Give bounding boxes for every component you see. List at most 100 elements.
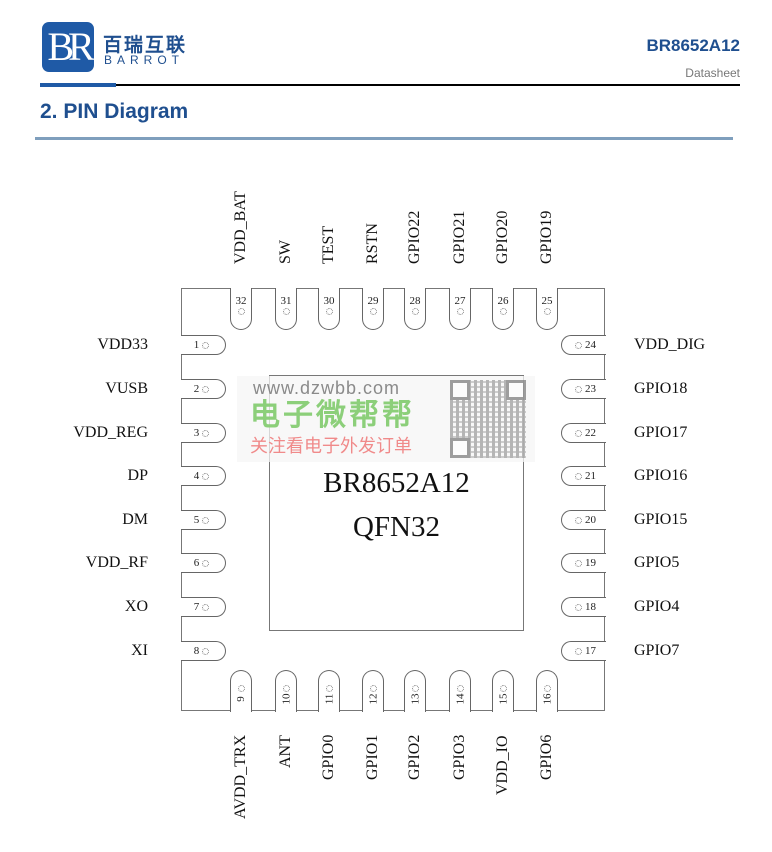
pin-pad-icon (575, 341, 582, 349)
pin-label-vdd33: VDD33 (97, 336, 148, 353)
pin-12: 12 (362, 670, 384, 712)
pin-label-gpio2: GPIO2 (406, 734, 423, 780)
pin-23: 23 (561, 379, 606, 399)
pin-32: 32 (230, 288, 252, 330)
pin-number: 11 (323, 693, 335, 705)
section-divider (35, 137, 733, 140)
pin-31: 31 (275, 288, 297, 330)
pin-label-sw: SW (277, 240, 294, 264)
pin-number: 28 (409, 295, 421, 307)
pin-number: 17 (585, 645, 596, 657)
pin-label-gpio16: GPIO16 (634, 467, 688, 484)
logo-chinese-name: 百瑞互联 (103, 35, 188, 56)
pin-number: 19 (585, 557, 596, 569)
pin-pad-icon (325, 308, 333, 315)
pin-pad-icon (575, 385, 582, 393)
pin-5: 5 (181, 510, 226, 530)
pin-28: 28 (404, 288, 426, 330)
pin-pad-icon (411, 685, 419, 692)
pin-29: 29 (362, 288, 384, 330)
chip-body (269, 375, 524, 631)
pin-number: 7 (193, 601, 200, 613)
pin-number: 25 (541, 295, 553, 307)
pin-label-gpio3: GPIO3 (451, 734, 468, 780)
pin-number: 26 (497, 295, 509, 307)
pin-6: 6 (181, 553, 226, 573)
pin-number: 14 (454, 693, 466, 705)
pin-20: 20 (561, 510, 606, 530)
pin-3: 3 (181, 423, 226, 443)
pin-label-xi: XI (131, 642, 148, 659)
pin-number: 13 (409, 693, 421, 705)
pin-number: 22 (585, 427, 596, 439)
watermark-slogan: 关注看电子外发订单 (250, 436, 412, 456)
pin-number: 5 (193, 514, 200, 526)
pin-30: 30 (318, 288, 340, 330)
watermark-url: www.dzwbb.com (253, 378, 401, 398)
qr-code-icon (450, 380, 526, 458)
pin-pad-icon (202, 472, 210, 480)
pin-label-gpio4: GPIO4 (634, 598, 680, 615)
pin-number: 27 (454, 295, 466, 307)
pin-label-vdd-io: VDD_IO (494, 735, 511, 795)
pin-number: 24 (585, 339, 596, 351)
pin-pad-icon (202, 603, 210, 611)
pin-label-test: TEST (320, 225, 337, 264)
pin-number: 15 (497, 693, 509, 705)
pin-pad-icon (282, 685, 290, 692)
pin-pad-icon (202, 516, 210, 524)
pin-pad-icon (202, 341, 210, 349)
pin-number: 32 (235, 295, 247, 307)
pin-11: 11 (318, 670, 340, 712)
pin-label-gpio5: GPIO5 (634, 554, 680, 571)
pin-number: 21 (585, 470, 596, 482)
pin-pad-icon (575, 647, 582, 655)
pin-label-vdd-dig: VDD_DIG (634, 336, 706, 353)
logo-english-name: BARROT (104, 53, 185, 67)
pin-9: 9 (230, 670, 252, 712)
pin-pad-icon (543, 308, 551, 315)
pin-label-gpio6: GPIO6 (538, 734, 555, 780)
pin-27: 27 (449, 288, 471, 330)
pin-number: 23 (585, 383, 596, 395)
pin-pad-icon (237, 308, 245, 315)
pin-number: 29 (367, 295, 379, 307)
pin-7: 7 (181, 597, 226, 617)
pin-label-gpio0: GPIO0 (320, 734, 337, 780)
pin-10: 10 (275, 670, 297, 712)
pin-label-avdd-trx: AVDD_TRX (232, 734, 249, 819)
package-outline (181, 288, 605, 711)
pin-2: 2 (181, 379, 226, 399)
pin-pad-icon (282, 308, 290, 315)
pin-label-gpio21: GPIO21 (451, 210, 468, 264)
pin-pad-icon (575, 429, 582, 437)
pin-pad-icon (202, 385, 210, 393)
pin-18: 18 (561, 597, 606, 617)
pin-15: 15 (492, 670, 514, 712)
pin-number: 1 (193, 339, 200, 351)
pin-pad-icon (575, 516, 582, 524)
pin-pad-icon (411, 308, 419, 315)
pin-pad-icon (237, 685, 245, 692)
pin-label-gpio15: GPIO15 (634, 511, 688, 528)
chip-package: QFN32 (352, 511, 440, 543)
pin-4: 4 (181, 466, 226, 486)
pin-label-dm: DM (122, 511, 148, 528)
pin-label-gpio20: GPIO20 (494, 210, 511, 264)
pin-19: 19 (561, 553, 606, 573)
document-type: Datasheet (685, 66, 740, 80)
chip-name: BR8652A12 (323, 467, 470, 499)
pin-25: 25 (536, 288, 558, 330)
pin-16: 16 (536, 670, 558, 712)
pin-label-vdd-reg: VDD_REG (73, 424, 148, 441)
pin-label-ant: ANT (277, 735, 294, 768)
pin-number: 30 (323, 295, 335, 307)
barrot-logo: BR (42, 22, 95, 72)
pin-label-gpio18: GPIO18 (634, 380, 688, 397)
pin-pad-icon (202, 429, 210, 437)
pin-number: 2 (193, 383, 200, 395)
section-title: 2. PIN Diagram (40, 100, 189, 123)
pin-number: 6 (193, 557, 200, 569)
pin-label-xo: XO (124, 598, 148, 615)
pin-pad-icon (499, 308, 507, 315)
